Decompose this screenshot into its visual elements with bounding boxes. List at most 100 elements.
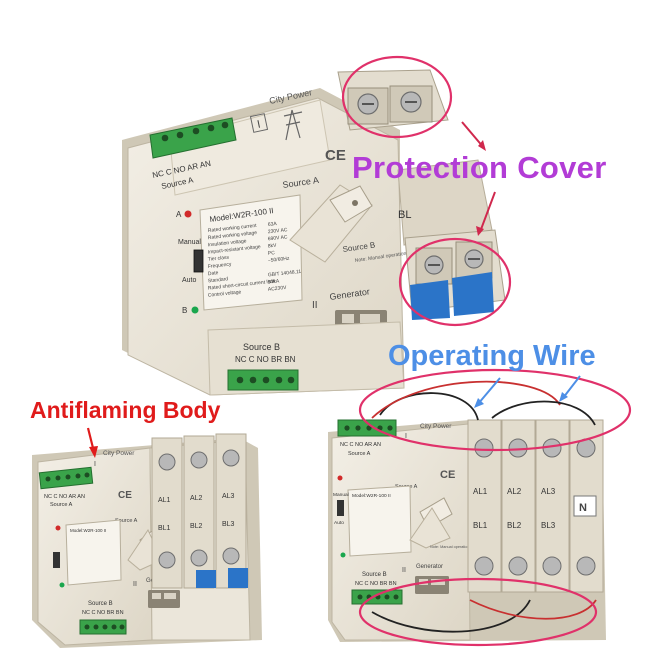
screw-icon [158, 551, 176, 569]
generator-icon [148, 590, 180, 608]
spec-value: 50kA [268, 278, 281, 285]
terminal-block-b [351, 589, 403, 605]
ce-mark: CE [325, 147, 346, 164]
spec-value: ~50/60Hz [268, 256, 291, 264]
left-switch: NC C NO AR AN Source A City Power I CE S… [32, 427, 262, 648]
arrow-icon [479, 191, 496, 233]
neutral-label: N [579, 502, 587, 514]
callout-operating-wire: Operating Wire [388, 340, 596, 372]
screw-icon [158, 453, 176, 471]
spec-row: Date [208, 270, 219, 277]
model-label: Model:W2R-100 II [70, 528, 106, 533]
terminal-a-label: NC C NO AR AN [340, 442, 381, 448]
arrow-icon [562, 375, 581, 399]
spec-value: 63A [268, 221, 278, 228]
pole-label-top: AL3 [222, 493, 235, 500]
operating-handle[interactable] [329, 185, 373, 223]
indicator-b-label: B [182, 306, 187, 315]
source-b-label: Source B [362, 572, 387, 578]
ce-mark: CE [118, 490, 132, 501]
screw-icon [576, 556, 596, 576]
indicator-b-lamp [191, 306, 199, 314]
roman-two-label: II [402, 567, 406, 574]
pole-label-top: AL1 [158, 497, 171, 504]
callout-antiflaming-body: Antiflaming Body [30, 397, 221, 423]
spec-row: Impact-resistant voltage [208, 244, 262, 256]
mode-manual-label: Manual [178, 239, 201, 246]
source-b-label: Source B [88, 601, 113, 607]
spec-row: Tier class [208, 255, 230, 263]
terminal-block-a [38, 466, 94, 490]
brand-generator: Generator [416, 564, 443, 570]
highlight-ellipse-bottom-cover [398, 237, 512, 327]
highlight-ellipse-top-wire [358, 368, 632, 452]
mode-auto-label: Auto [182, 277, 197, 284]
source-a-sublabel: Source A [50, 502, 73, 508]
callout-protection-cover: Protection Cover [352, 150, 607, 185]
spec-value: GB/T 14048.11 [268, 269, 302, 278]
ce-mark: CE [440, 469, 455, 481]
indicator-a-lamp [337, 475, 343, 481]
spec-value: AC230V [268, 285, 288, 293]
operating-wire [371, 380, 597, 633]
main-switch: NC C NO AR AN Source A I City Power CE S… [122, 55, 512, 396]
generator-icon [415, 576, 449, 594]
pole-label-bottom: BL1 [473, 521, 488, 530]
source-b-label: Source B [243, 342, 280, 352]
pole-label-top: AL1 [473, 487, 488, 496]
arrow-icon [477, 377, 501, 405]
pole-label-top: AL2 [507, 487, 522, 496]
model-label: Model:W2R-100 II [352, 493, 391, 499]
pole-label-bottom: BL3 [541, 521, 556, 530]
terminal-block-b [227, 369, 299, 391]
screw-icon [190, 451, 208, 469]
pole-label-top: AL2 [190, 495, 203, 502]
terminal-a-label: NC C NO AR AN [44, 494, 85, 500]
screw-icon [542, 556, 562, 576]
mode-switch[interactable] [53, 552, 60, 568]
screw-icon [222, 449, 240, 467]
terminal-b-label: NC C NO BR BN [82, 610, 124, 616]
pole-label-top: AL3 [541, 487, 556, 496]
indicator-b-lamp [59, 582, 65, 588]
right-switch: NC C NO AR AN Source A I City Power CE S… [328, 368, 632, 647]
spec-label [347, 485, 412, 557]
screw-icon [474, 438, 494, 458]
bl-label: BL [398, 209, 411, 221]
screw-icon [508, 438, 528, 458]
spec-value: 8kV [268, 243, 278, 250]
spec-row: Control voltage [208, 289, 242, 299]
brand-city-power: City Power [420, 423, 452, 430]
terminal-block-b [79, 619, 127, 635]
mode-switch[interactable] [193, 249, 204, 273]
spec-row: Insulation voltage [208, 238, 248, 248]
spec-row: Rated working voltage [208, 230, 258, 241]
terminal-block-a [149, 117, 237, 159]
terminal-b-label: NC C NO BR BN [355, 581, 397, 587]
spec-label [65, 519, 122, 586]
indicator-a-lamp [184, 210, 192, 218]
pole-label-bottom: BL2 [190, 523, 203, 530]
bottom-protection-cover [404, 229, 506, 320]
pole-label-bottom: BL2 [507, 521, 522, 530]
spec-value: 690V AC [268, 234, 289, 242]
brand-city-power: City Power [103, 450, 135, 457]
roman-one-label: I [256, 119, 261, 131]
mode-manual-label: Manual [333, 492, 349, 498]
source-a-sublabel: Source A [348, 451, 371, 457]
roman-one-label: I [94, 461, 96, 468]
source-a-label: Source A [115, 518, 138, 524]
roman-one-label: I [405, 433, 407, 440]
screw-icon [222, 547, 240, 565]
pole-label-bottom: BL1 [158, 525, 171, 532]
highlight-ellipse-bottom-wire [358, 577, 598, 647]
spec-row: Standard [208, 276, 229, 284]
pylon-icon [283, 109, 303, 141]
spec-row: Frequency [208, 262, 233, 270]
indicator-a-label: A [176, 210, 182, 219]
mode-auto-label: Auto [334, 520, 344, 526]
mode-switch[interactable] [337, 500, 344, 516]
screw-icon [190, 549, 208, 567]
indicator-b-lamp [340, 552, 346, 558]
